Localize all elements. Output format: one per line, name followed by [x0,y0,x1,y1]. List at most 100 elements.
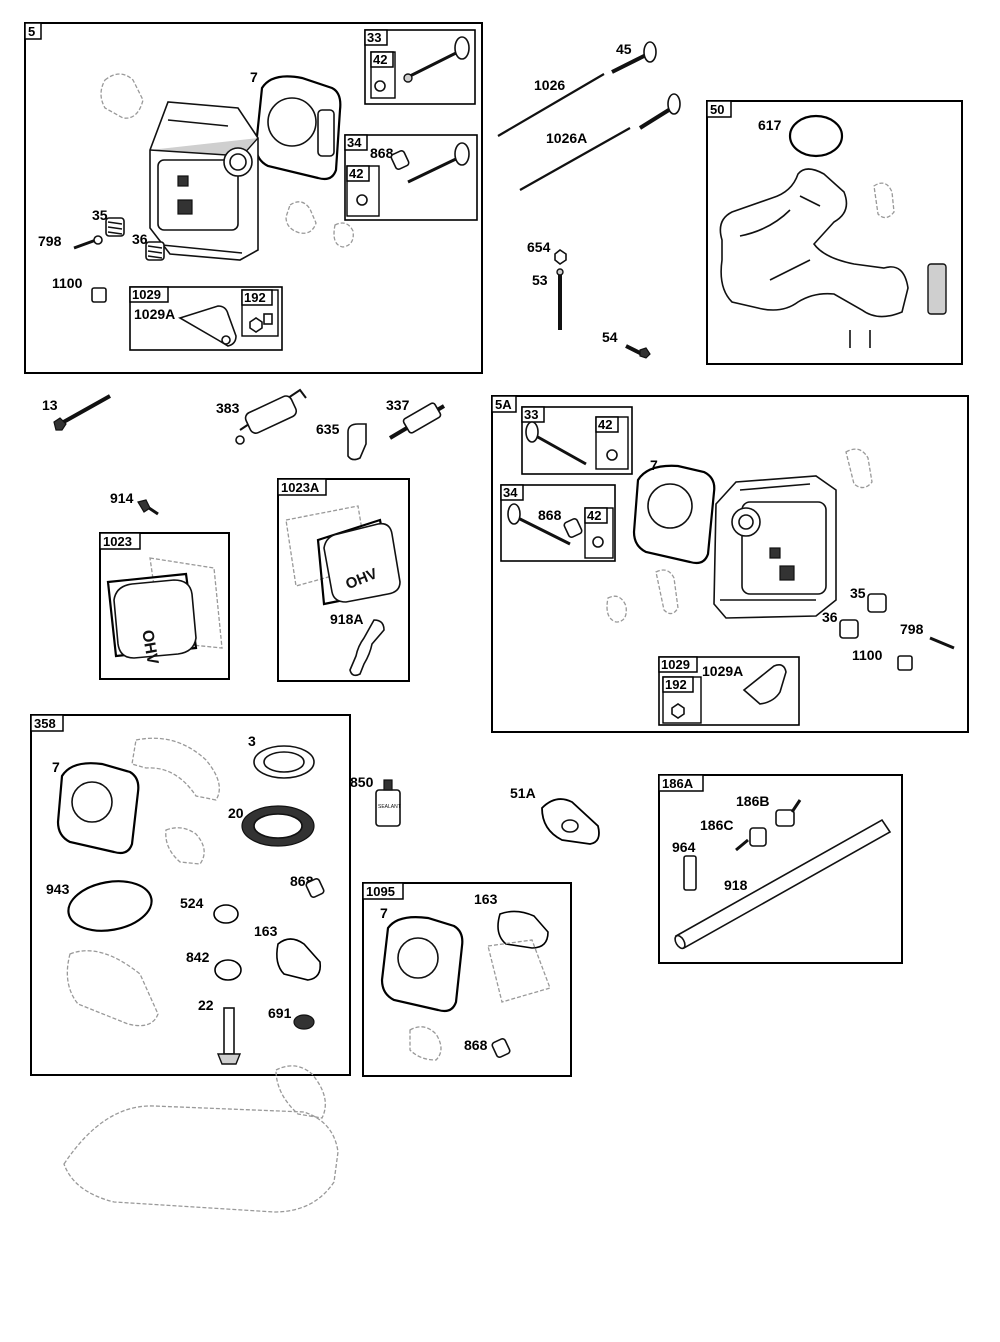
tag-1023A: 1023A [281,480,320,495]
cylinder-head [149,101,259,261]
head-gasket [254,75,342,181]
tag-34: 34 [347,135,362,150]
screw [929,636,955,650]
label-524: 524 [180,895,204,911]
tag-1029: 1029 [132,287,161,302]
label-53: 53 [532,272,548,288]
tag-358: 358 [34,716,56,731]
fitting-186B [775,799,802,827]
label-914: 914 [110,490,134,506]
head-gasket [56,762,140,855]
sealant-tube: SEALANT [375,779,401,827]
label-1029A: 1029A [134,306,175,322]
seal-3 [253,745,315,779]
hose-918 [674,818,892,950]
pushrod [497,73,605,137]
o-ring-524 [213,904,239,924]
tag-34: 34 [503,485,518,500]
label-163: 163 [254,923,278,939]
fitting-186C [735,827,767,852]
rocker-arm [178,305,237,347]
tag-42: 42 [373,52,387,67]
label-36: 36 [822,609,838,625]
label-7: 7 [650,457,658,473]
gasket-51A [541,798,600,845]
clip [91,287,107,303]
pushrods-group: 45 1026 1026A 654 53 54 [497,41,681,359]
section-186A: 186A 186B 186C 964 918 [658,774,903,964]
label-36: 36 [132,231,148,247]
pushrod [519,127,631,191]
hose [349,619,385,677]
exhaust-valve [407,142,470,184]
tube-text: SEALANT [378,804,401,810]
label-868: 868 [464,1037,488,1053]
label-654: 654 [527,239,551,255]
section-1095: 1095 7 163 868 [362,882,572,1077]
gasket-163 [497,910,549,949]
label-45: 45 [616,41,632,57]
valve-spring [867,593,887,613]
label-163: 163 [474,891,498,907]
o-ring-842 [214,959,242,981]
head-gasket [380,916,464,1013]
label-691: 691 [268,1005,292,1021]
section-358: 358 7 3 20 868 943 524 163 842 22 [30,714,351,1213]
label-186B: 186B [736,793,769,809]
label-7: 7 [250,69,258,85]
tag-50: 50 [710,102,724,117]
tag-33: 33 [524,407,538,422]
tag-1023: 1023 [103,534,132,549]
label-1100: 1100 [52,275,83,291]
label-22: 22 [198,997,214,1013]
tag-192: 192 [244,290,266,305]
valve-45 [611,41,657,74]
label-1100: 1100 [852,647,883,663]
section-5: 5 7 33 42 [24,22,483,374]
intake-manifold [719,168,947,348]
valve-cover-breather: OHV [316,518,401,606]
label-35: 35 [92,207,108,223]
tag-1029: 1029 [661,657,690,672]
tag-186A: 186A [662,776,694,791]
sleeve-964 [683,855,697,891]
label-868: 868 [370,145,394,161]
label-337: 337 [386,397,410,413]
valve-cover: OHV [106,572,198,666]
screw [73,235,103,250]
head-gasket [632,464,716,565]
label-918A: 918A [330,611,363,627]
valve-spring [105,217,125,237]
label-186C: 186C [700,817,733,833]
section-50: 50 617 [706,100,963,365]
label-7: 7 [380,905,388,921]
label-20: 20 [228,805,244,821]
tag-5: 5 [28,24,35,39]
label-798: 798 [38,233,62,249]
section-1023: 1023 OHV [99,532,230,680]
tag-42: 42 [598,417,612,432]
section-5A: 5A 33 42 34 868 42 7 [491,395,969,733]
o-ring [67,880,153,932]
valve-guide-seal [305,877,325,899]
label-868: 868 [538,507,562,523]
label-798: 798 [900,621,924,637]
label-635: 635 [316,421,340,437]
tag-33: 33 [367,30,381,45]
screw-914 [137,499,159,516]
seal-20 [241,805,315,847]
label-617: 617 [758,117,782,133]
label-1029A: 1029A [702,663,743,679]
section-1023A: 1023A OHV 918A [277,478,410,682]
label-51A: 51A [510,785,536,801]
tag-42: 42 [587,508,601,523]
tag-5A: 5A [495,397,512,412]
label-3: 3 [248,733,256,749]
o-ring [788,114,844,158]
label-54: 54 [602,329,618,345]
label-850: 850 [350,774,374,790]
stud [556,268,564,330]
ohv-text: OHV [138,629,161,666]
label-1026: 1026 [534,77,565,93]
